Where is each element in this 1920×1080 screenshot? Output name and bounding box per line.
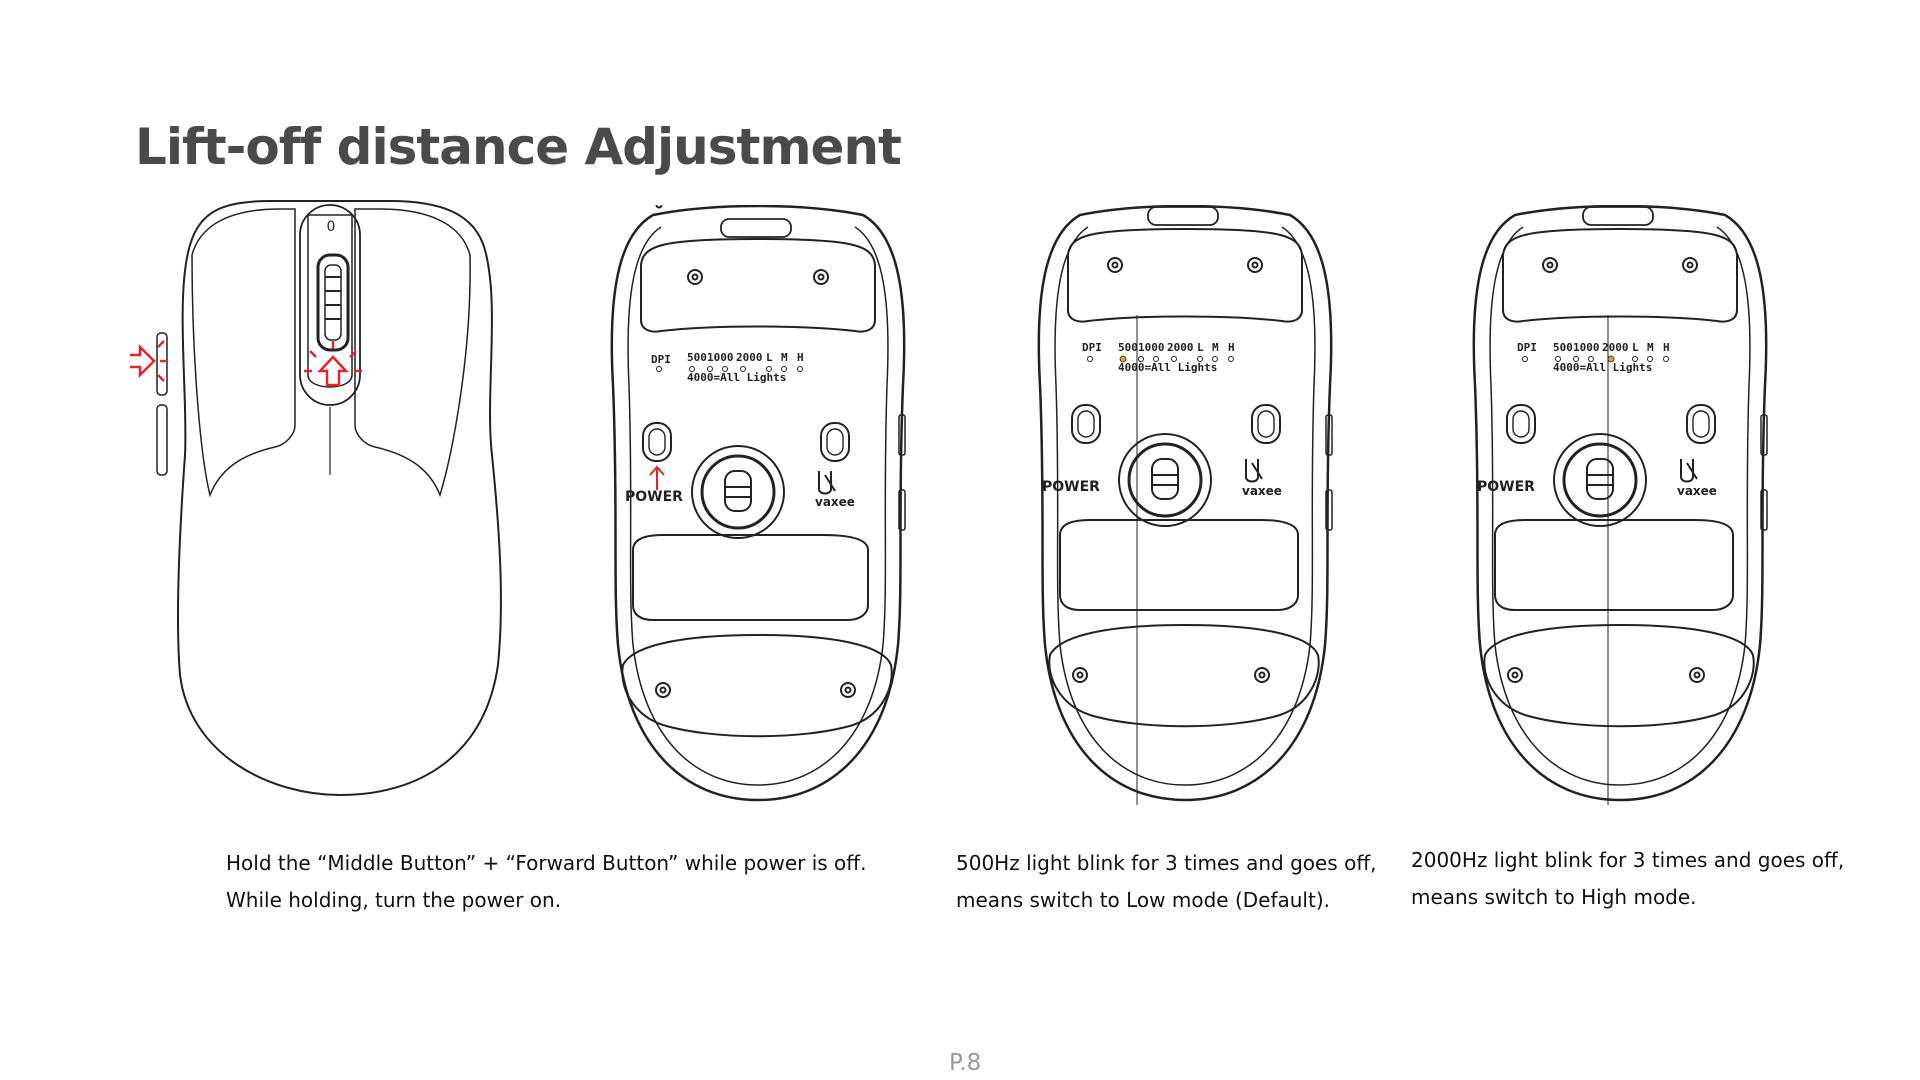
rate-500-label: 500	[1553, 341, 1573, 354]
caption-step2-line2: means switch to Low mode (Default).	[956, 888, 1330, 912]
mouse-top-view: 0	[130, 195, 510, 805]
rate-2000-label: 2000	[736, 351, 763, 364]
mouse-bottom-view-high: DPI 500 1000 2000 L M H 4000=All Lights …	[1465, 205, 1775, 815]
caption-step2: 500Hz light blink for 3 times and goes o…	[956, 845, 1376, 919]
all-lights-label: 4000=All Lights	[1118, 361, 1217, 374]
lod-l-label: L	[1632, 341, 1639, 354]
led-2000-active	[1607, 355, 1615, 363]
lod-m-label: M	[1212, 341, 1219, 354]
rate-2000-label: 2000	[1602, 341, 1629, 354]
caption-step3-line2: means switch to High mode.	[1411, 885, 1697, 909]
lod-m-label: M	[1647, 341, 1654, 354]
dpi-label: DPI	[1517, 341, 1537, 354]
mouse-bottom-view-low: DPI 500 1000 2000 L M H 4000=All Lights …	[1030, 205, 1340, 815]
lod-h-label: H	[1228, 341, 1235, 354]
page-number: P.8	[949, 1050, 982, 1076]
caption-step2-line1: 500Hz light blink for 3 times and goes o…	[956, 851, 1377, 875]
brand-logo-icon	[1680, 459, 1698, 483]
rate-500-label: 500	[1118, 341, 1138, 354]
lod-l-label: L	[1197, 341, 1204, 354]
page-title: Lift-off distance Adjustment	[135, 118, 902, 176]
lod-h-label: H	[1663, 341, 1670, 354]
caption-step1-line2: While holding, turn the power on.	[226, 888, 562, 912]
power-switch-arrow-icon	[649, 465, 665, 490]
rate-2000-label: 2000	[1167, 341, 1194, 354]
caption-step1-line1: Hold the “Middle Button” + “Forward Butt…	[226, 851, 867, 875]
caption-step3-line1: 2000Hz light blink for 3 times and goes …	[1411, 848, 1845, 872]
power-label: POWER	[1042, 479, 1100, 495]
all-lights-label: 4000=All Lights	[1553, 361, 1652, 374]
rate-1000-label: 1000	[707, 351, 734, 364]
brand-label: vaxee	[1242, 484, 1282, 498]
lod-m-label: M	[781, 351, 788, 364]
rate-1000-label: 1000	[1138, 341, 1165, 354]
rate-1000-label: 1000	[1573, 341, 1600, 354]
lod-h-label: H	[797, 351, 804, 364]
power-label: POWER	[625, 489, 683, 505]
brand-logo-icon	[1245, 459, 1263, 483]
led-500-active	[1119, 355, 1127, 363]
power-label: POWER	[1477, 479, 1535, 495]
caption-step1: Hold the “Middle Button” + “Forward Butt…	[226, 845, 866, 919]
dpi-indicator-mark: 0	[327, 219, 336, 235]
all-lights-label: 4000=All Lights	[687, 371, 786, 384]
brand-label: vaxee	[1677, 484, 1717, 498]
dpi-label: DPI	[1082, 341, 1102, 354]
caption-step3: 2000Hz light blink for 3 times and goes …	[1411, 842, 1844, 916]
brand-label: vaxee	[815, 495, 855, 509]
rate-500-label: 500	[687, 351, 707, 364]
brand-logo-icon	[818, 471, 836, 495]
dpi-label: DPI	[651, 353, 671, 366]
mouse-bottom-view-power: DPI 500 1000 2000 L M H 4000=All Lights …	[603, 205, 913, 805]
lod-l-label: L	[766, 351, 773, 364]
